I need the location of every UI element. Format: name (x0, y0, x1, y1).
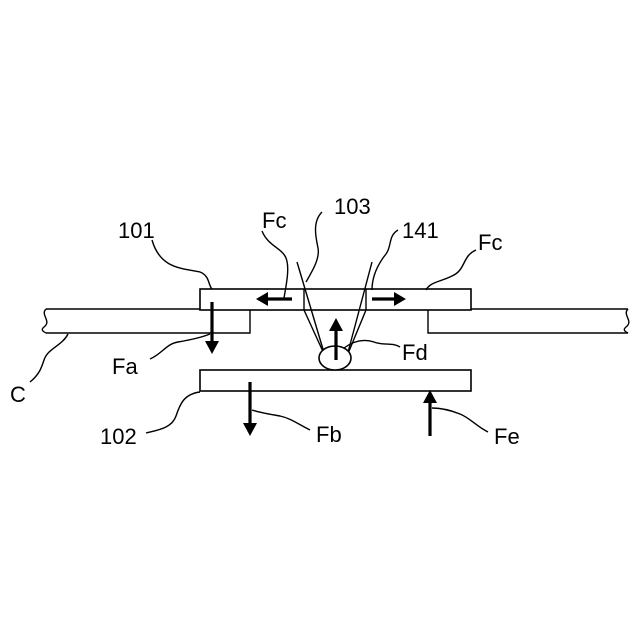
leader-103 (306, 212, 322, 282)
leader-fc-left (262, 231, 288, 298)
lower-member-102 (200, 370, 471, 391)
label-fe: Fe (494, 424, 520, 449)
leader-fa (150, 334, 210, 359)
leader-c (30, 334, 68, 382)
label-fc-right: Fc (478, 230, 502, 255)
leader-fc-right (426, 250, 476, 290)
sheet-c-right (428, 309, 629, 333)
label-fa: Fa (112, 354, 138, 379)
label-fb: Fb (316, 422, 342, 447)
label-103: 103 (334, 194, 371, 219)
leader-102 (146, 392, 200, 433)
label-102: 102 (100, 424, 137, 449)
leader-101 (152, 240, 212, 289)
leader-fe (432, 408, 488, 432)
arrow-fe (423, 390, 437, 436)
label-101: 101 (118, 218, 155, 243)
leader-141 (372, 230, 398, 290)
label-141: 141 (402, 218, 439, 243)
leader-fb (252, 410, 310, 430)
sheet-c-left (42, 309, 250, 333)
upper-member-101 (200, 289, 471, 310)
label-fc-left: Fc (262, 208, 286, 233)
label-c: C (10, 382, 26, 407)
label-fd: Fd (402, 340, 428, 365)
